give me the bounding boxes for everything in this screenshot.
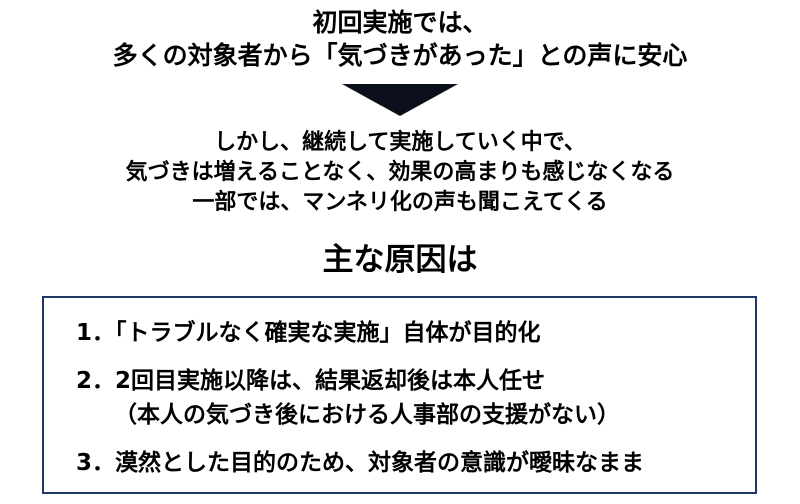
- cause-item-2-subline: （本人の気づき後における人事部の支援がない）: [114, 402, 620, 428]
- cause-item-1: 1．「トラブルなく確実な実施」自体が目的化: [76, 320, 541, 346]
- down-arrow-container: [0, 84, 800, 116]
- middle-statement-block: しかし、継続して実施していく中で、 気づきは増えることなく、効果の高まりも感じな…: [0, 128, 800, 218]
- middle-statement-line-2: 気づきは増えることなく、効果の高まりも感じなくなる: [125, 160, 675, 185]
- cause-item-2: 2．2回目実施以降は、結果返却後は本人任せ: [76, 368, 546, 394]
- down-triangle-arrow-icon: [342, 84, 458, 116]
- causes-box: 1．「トラブルなく確実な実施」自体が目的化 2．2回目実施以降は、結果返却後は本…: [42, 296, 757, 494]
- cause-item-3: 3．漠然とした目的のため、対象者の意識が曖昧なまま: [76, 450, 645, 476]
- top-statement-line-1: 初回実施では、: [312, 8, 488, 37]
- section-heading: 主な原因は: [322, 242, 478, 278]
- top-statement-line-2: 多くの対象者から「気づきがあった」との声に安心: [112, 41, 688, 70]
- middle-statement-line-3: 一部では、マンネリ化の声も聞こえてくる: [192, 190, 608, 215]
- middle-statement-line-1: しかし、継続して実施していく中で、: [214, 130, 586, 155]
- top-statement-block: 初回実施では、 多くの対象者から「気づきがあった」との声に安心: [0, 6, 800, 72]
